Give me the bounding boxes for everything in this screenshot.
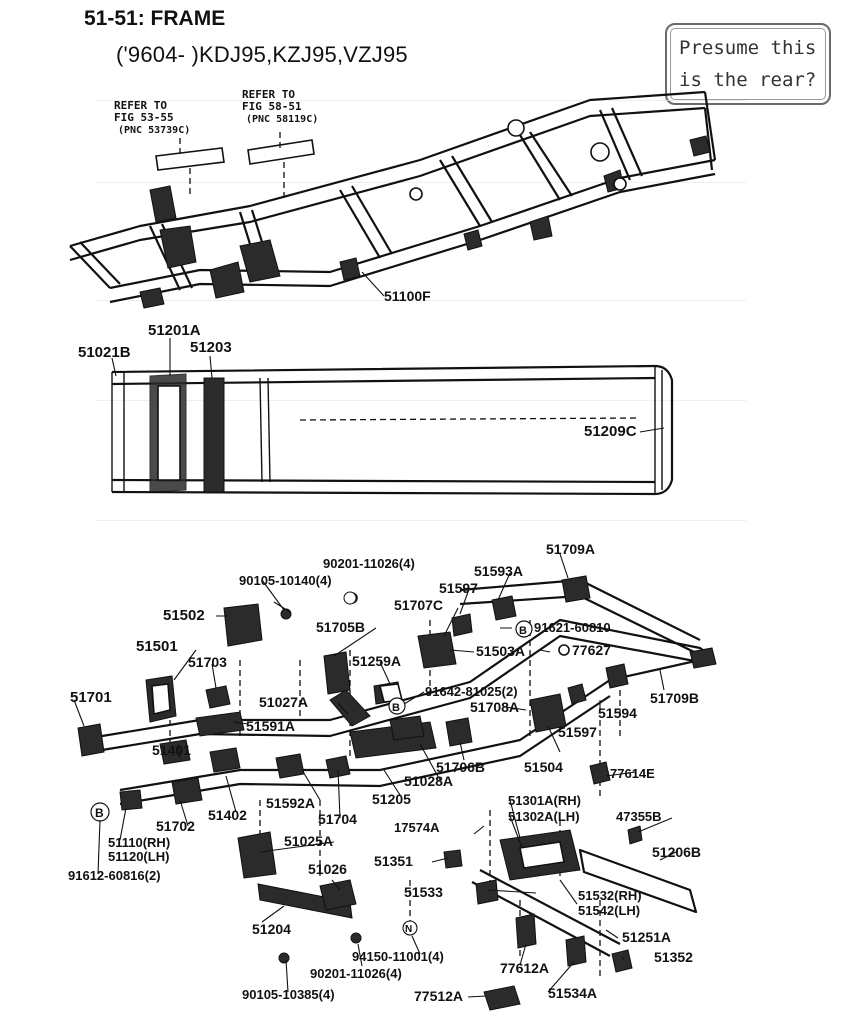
mid-frame-leaders	[111, 338, 665, 433]
label-51301A: 51301A(RH)	[508, 793, 581, 808]
label-77612A: 77612A	[500, 960, 549, 976]
label-51021B: 51021B	[78, 344, 131, 361]
label-51206B: 51206B	[652, 844, 701, 860]
label-51501: 51501	[136, 638, 178, 655]
annotation-note-line-1: Presume this	[679, 37, 817, 59]
label-51203: 51203	[190, 339, 232, 356]
label-51701: 51701	[70, 689, 112, 706]
label-90105-10140: 90105-10140(4)	[239, 573, 332, 588]
refer-to-fig-53-55: REFER TO FIG 53-55 (PNC 53739C)	[114, 99, 190, 136]
part-leader-lines	[73, 553, 679, 998]
label-51205: 51205	[372, 791, 411, 807]
label-77627: 77627	[572, 642, 611, 658]
label-47355B: 47355B	[616, 809, 662, 824]
svg-text:B: B	[95, 806, 104, 820]
top-frame-assembly	[69, 90, 717, 309]
ref2-line3: (PNC 58119C)	[246, 114, 318, 125]
label-91642-81025: 91642-81025(2)	[425, 684, 518, 699]
label-51504: 51504	[524, 759, 563, 775]
marker-B-2: B	[515, 620, 533, 638]
ref2-line1: REFER TO	[242, 88, 295, 101]
label-51709A: 51709A	[546, 541, 595, 557]
label-51251A: 51251A	[622, 929, 671, 945]
label-51593A: 51593A	[474, 563, 523, 579]
svg-text:B: B	[519, 625, 527, 637]
refer-to-fig-58-51: REFER TO FIG 58-51 (PNC 58119C)	[242, 88, 318, 125]
part-labels: 90201-11026(4) 90105-10140(4) 51709A 515…	[68, 541, 701, 1004]
ref1-line2: FIG 53-55	[114, 111, 174, 124]
label-51503A: 51503A	[476, 643, 525, 659]
label-51110: 51110(RH)	[108, 835, 170, 850]
label-51706B: 51706B	[436, 759, 485, 775]
label-51703: 51703	[188, 654, 227, 670]
label-51542: 51542(LH)	[578, 903, 640, 918]
label-90105-10385: 90105-10385(4)	[242, 987, 335, 1002]
page-header-title: 51-51: FRAME	[84, 7, 226, 30]
label-51401: 51401	[152, 742, 191, 758]
ref1-line3: (PNC 53739C)	[118, 125, 190, 136]
label-51594: 51594	[598, 705, 637, 721]
label-51259A: 51259A	[352, 653, 401, 669]
label-51204: 51204	[252, 921, 291, 937]
label-51351: 51351	[374, 853, 413, 869]
label-51705B: 51705B	[316, 619, 365, 635]
label-51025A: 51025A	[284, 833, 333, 849]
label-77614E: 77614E	[610, 766, 655, 781]
ref2-line2: FIG 58-51	[242, 100, 302, 113]
annotation-note-box: Presume this is the rear?	[665, 23, 831, 105]
label-51100F: 51100F	[384, 288, 431, 304]
svg-text:B: B	[392, 702, 400, 714]
exploded-frame	[77, 575, 717, 1011]
label-51028A: 51028A	[404, 773, 453, 789]
label-91621-60810: 91621-60810	[534, 620, 611, 635]
label-51502: 51502	[163, 607, 205, 624]
page-header-models: ('9604- )KDJ95,KZJ95,VZJ95	[116, 42, 408, 67]
label-51592A: 51592A	[266, 795, 315, 811]
label-51704: 51704	[318, 811, 357, 827]
label-91612-60816: 91612-60816(2)	[68, 868, 161, 883]
label-94150-11001: 94150-11001(4)	[352, 949, 444, 964]
label-90201-11026-bot: 90201-11026(4)	[310, 966, 402, 981]
marker-E	[343, 591, 357, 605]
label-17574A: 17574A	[394, 820, 440, 835]
label-51707C: 51707C	[394, 597, 443, 613]
label-51120: 51120(LH)	[108, 849, 169, 864]
mid-frame-plan	[111, 364, 674, 496]
label-90201-11026-top: 90201-11026(4)	[323, 556, 415, 571]
label-51027A: 51027A	[259, 694, 308, 710]
marker-B-3: B	[388, 697, 406, 715]
label-51709B: 51709B	[650, 690, 699, 706]
label-51352: 51352	[654, 949, 693, 965]
label-51209C: 51209C	[584, 423, 637, 440]
svg-text:N: N	[405, 924, 412, 935]
marker-N: N	[402, 920, 418, 936]
label-51708A: 51708A	[470, 699, 519, 715]
label-51201A: 51201A	[148, 322, 201, 339]
label-51026: 51026	[308, 861, 347, 877]
label-51702: 51702	[156, 818, 195, 834]
label-51533: 51533	[404, 884, 443, 900]
label-51597-a: 51597	[439, 580, 478, 596]
label-51402: 51402	[208, 807, 247, 823]
annotation-note-line-2: is the rear?	[679, 69, 817, 91]
label-51591A: 51591A	[246, 718, 295, 734]
background-ghost-table	[96, 100, 746, 521]
label-77512A: 77512A	[414, 988, 463, 1004]
ref1-line1: REFER TO	[114, 99, 167, 112]
label-51302A: 51302A(LH)	[508, 809, 580, 824]
marker-B-1: B	[90, 802, 110, 822]
label-51597-b: 51597	[558, 724, 597, 740]
leader-51100F	[361, 271, 385, 297]
label-51534A: 51534A	[548, 985, 597, 1001]
label-51532: 51532(RH)	[578, 888, 642, 903]
